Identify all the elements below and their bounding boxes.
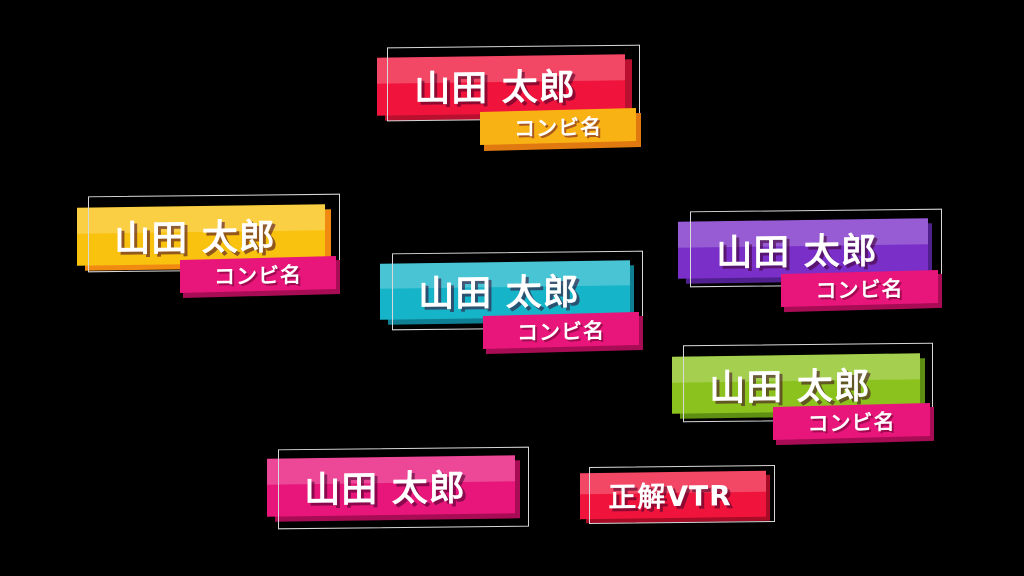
combo-tag: コンビ名 <box>781 269 938 308</box>
combo-tag-text: コンビ名 <box>214 262 302 289</box>
combo-tag-text: コンビ名 <box>517 318 605 345</box>
plate-outline <box>589 465 775 524</box>
combo-tag: コンビ名 <box>180 255 336 294</box>
combo-tag-text: コンビ名 <box>807 409 896 436</box>
combo-tag-text: コンビ名 <box>815 276 904 303</box>
combo-tag-text: コンビ名 <box>514 114 602 141</box>
plate-outline <box>278 446 529 530</box>
combo-tag: コンビ名 <box>483 311 639 350</box>
combo-tag: コンビ名 <box>773 402 930 441</box>
combo-tag: コンビ名 <box>480 107 636 146</box>
